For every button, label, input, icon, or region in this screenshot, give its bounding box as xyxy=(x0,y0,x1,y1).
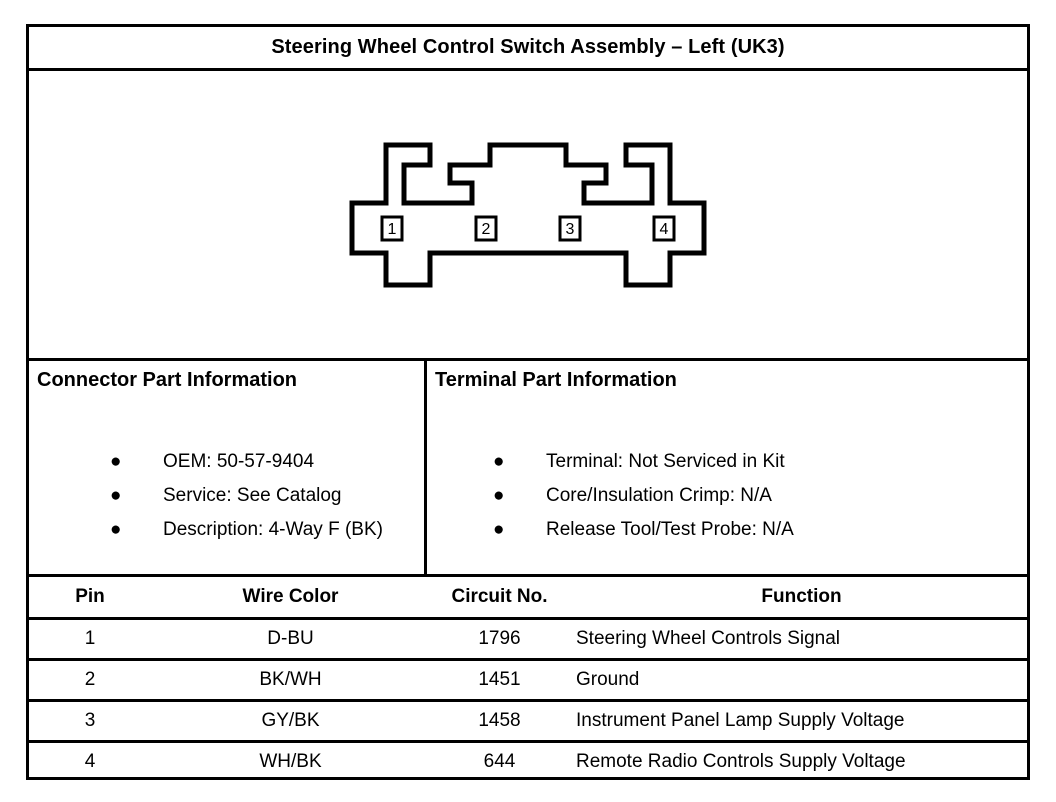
pin-box-2 xyxy=(474,215,498,241)
connector-item-service: Service: See Catalog xyxy=(163,485,342,506)
table-row: 4 WH/BK 644 Remote Radio Controls Supply… xyxy=(29,741,1027,782)
pin-box-3 xyxy=(558,215,582,241)
pin-box-4 xyxy=(652,215,676,241)
connector-part-information-panel: Connector Part Information ● OEM: 50-57-… xyxy=(29,361,427,574)
pin-label-3: 3 xyxy=(566,221,575,238)
pin-box-1 xyxy=(380,215,404,241)
terminal-panel-heading: Terminal Part Information xyxy=(435,369,677,391)
terminal-item-release-tool: Release Tool/Test Probe: N/A xyxy=(546,519,794,540)
connector-part-list: ● OEM: 50-57-9404 ● Service: See Catalog… xyxy=(35,445,424,547)
list-item: ● Terminal: Not Serviced in Kit xyxy=(493,445,1027,479)
cell-wire-color: D-BU xyxy=(267,627,314,649)
pin-assignment-table: Pin Wire Color Circuit No. Function 1 D-… xyxy=(29,577,1027,782)
table-header-row: Pin Wire Color Circuit No. Function xyxy=(29,577,1027,620)
connector-face-diagram: 1 2 3 4 xyxy=(349,142,707,287)
pin-label-4: 4 xyxy=(660,221,669,238)
datasheet-frame: Steering Wheel Control Switch Assembly –… xyxy=(26,24,1030,780)
cell-wire-color: GY/BK xyxy=(261,709,320,731)
bullet-icon: ● xyxy=(493,451,505,472)
column-header-wire-color: Wire Color xyxy=(151,577,430,620)
connector-item-oem: OEM: 50-57-9404 xyxy=(163,451,315,472)
cell-wire-color: BK/WH xyxy=(259,668,322,690)
cell-wire-color: WH/BK xyxy=(259,751,322,773)
cell-circuit-no: 1451 xyxy=(478,668,521,690)
cell-function: Ground xyxy=(576,668,640,690)
terminal-item-crimp: Core/Insulation Crimp: N/A xyxy=(546,485,772,506)
terminal-part-list: ● Terminal: Not Serviced in Kit ● Core/I… xyxy=(433,445,1027,547)
column-header-pin: Pin xyxy=(29,577,151,620)
pin-label-1: 1 xyxy=(388,221,397,238)
list-item: ● Release Tool/Test Probe: N/A xyxy=(493,513,1027,547)
table-row: 1 D-BU 1796 Steering Wheel Controls Sign… xyxy=(29,618,1027,659)
bullet-icon: ● xyxy=(110,485,122,506)
connector-panel-heading: Connector Part Information xyxy=(37,369,298,391)
page-title: Steering Wheel Control Switch Assembly –… xyxy=(271,36,785,58)
pin-label-2: 2 xyxy=(482,221,491,238)
terminal-item-terminal: Terminal: Not Serviced in Kit xyxy=(546,451,785,472)
cell-circuit-no: 644 xyxy=(483,751,516,773)
cell-function: Instrument Panel Lamp Supply Voltage xyxy=(576,709,905,731)
table-row: 2 BK/WH 1451 Ground xyxy=(29,659,1027,700)
bullet-icon: ● xyxy=(110,451,122,472)
list-item: ● Service: See Catalog xyxy=(110,479,424,513)
part-information-row: Connector Part Information ● OEM: 50-57-… xyxy=(29,361,1027,577)
connector-diagram-area: 1 2 3 4 xyxy=(29,71,1027,361)
list-item: ● Description: 4-Way F (BK) xyxy=(110,513,424,547)
cell-function: Steering Wheel Controls Signal xyxy=(576,627,841,649)
cell-circuit-no: 1458 xyxy=(478,709,521,731)
bullet-icon: ● xyxy=(493,519,505,540)
table-row: 3 GY/BK 1458 Instrument Panel Lamp Suppl… xyxy=(29,700,1027,741)
bullet-icon: ● xyxy=(493,485,505,506)
connector-item-description: Description: 4-Way F (BK) xyxy=(163,519,383,540)
cell-function: Remote Radio Controls Supply Voltage xyxy=(576,751,906,773)
column-header-circuit-no: Circuit No. xyxy=(430,577,569,620)
column-header-function: Function xyxy=(569,577,1027,620)
bullet-icon: ● xyxy=(110,519,122,540)
list-item: ● OEM: 50-57-9404 xyxy=(110,445,424,479)
title-bar: Steering Wheel Control Switch Assembly –… xyxy=(29,27,1027,71)
connector-body-outline xyxy=(349,142,707,287)
cell-pin: 4 xyxy=(84,751,96,773)
cell-pin: 3 xyxy=(84,709,96,731)
list-item: ● Core/Insulation Crimp: N/A xyxy=(493,479,1027,513)
terminal-part-information-panel: Terminal Part Information ● Terminal: No… xyxy=(427,361,1027,574)
cell-pin: 2 xyxy=(84,668,96,690)
cell-circuit-no: 1796 xyxy=(478,627,521,649)
cell-pin: 1 xyxy=(84,627,96,649)
